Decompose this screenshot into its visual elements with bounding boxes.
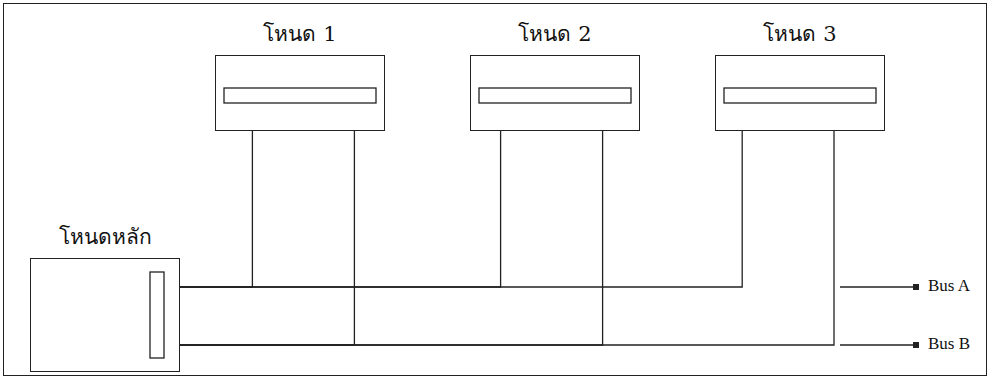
card-slot [224, 88, 376, 103]
card-slot [479, 88, 631, 103]
bus-terminator [913, 342, 919, 348]
card-slot [724, 88, 876, 103]
node-label: โหนด 1 [263, 21, 336, 48]
bus-line [840, 286, 916, 287]
card-slot [150, 272, 164, 358]
node-label: โหนดหลัก [59, 224, 152, 251]
bus-connector [180, 131, 834, 345]
bus-terminator [913, 284, 919, 290]
node-label: โหนด 3 [763, 21, 836, 48]
bus-label: Bus B [928, 334, 970, 354]
node-box: โหนด 1 [215, 55, 385, 131]
bus-line [840, 344, 916, 345]
node-label: โหนด 2 [518, 21, 591, 48]
bus-label: Bus A [928, 276, 970, 296]
bus-connector [180, 131, 742, 287]
node-box: โหนด 3 [715, 55, 885, 131]
node-box: โหนด 2 [470, 55, 640, 131]
bus-connector [180, 131, 603, 345]
main-node-box: โหนดหลัก [30, 258, 180, 372]
bus-connector [180, 131, 501, 287]
bus-connector [180, 131, 252, 287]
bus-connector [180, 131, 354, 345]
